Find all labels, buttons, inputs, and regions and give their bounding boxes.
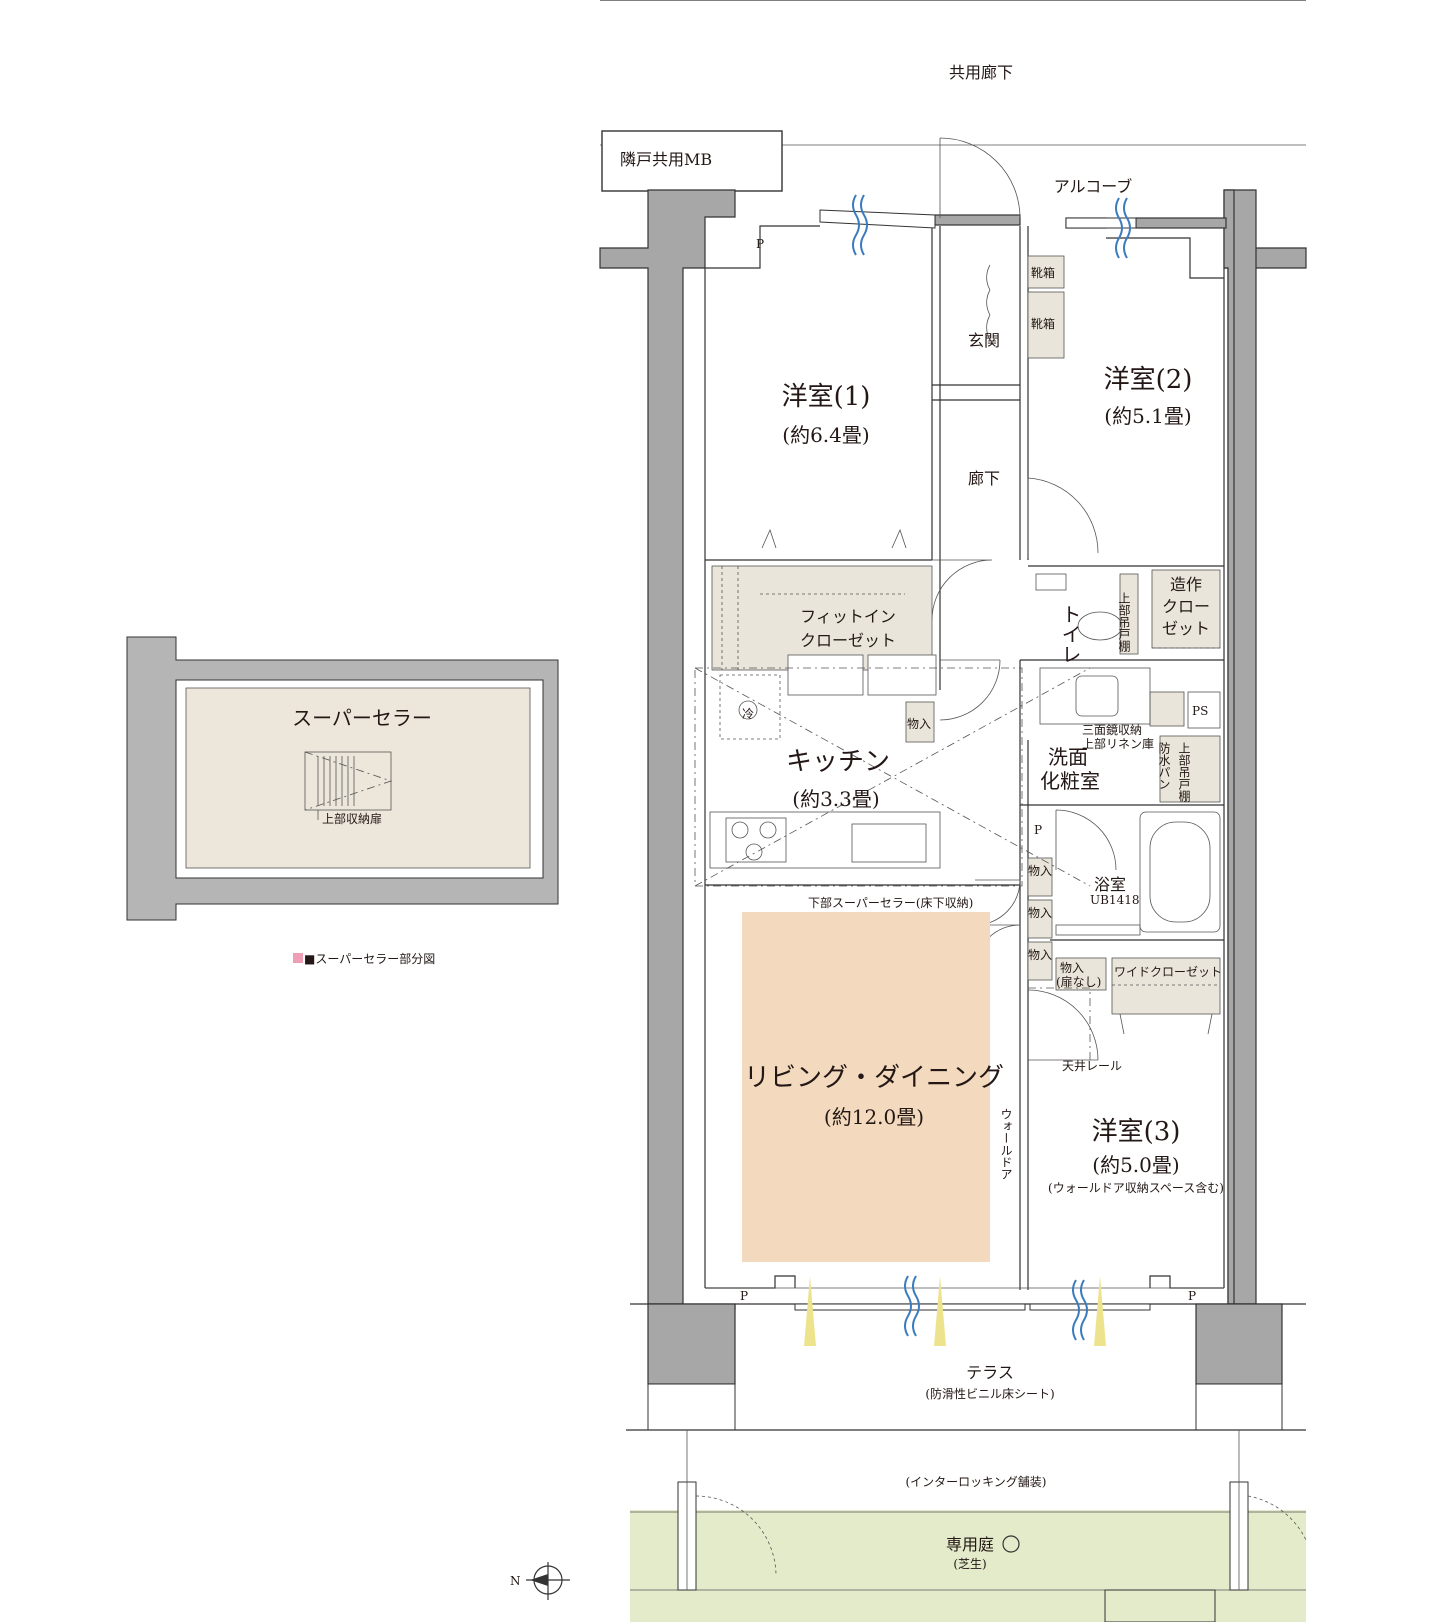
living-size: (約12.0畳) xyxy=(824,1105,924,1129)
ps-box xyxy=(1187,691,1221,729)
p-mark-room1: P xyxy=(756,237,764,251)
daylight-marks xyxy=(804,1276,1106,1346)
cellar-stair-icon xyxy=(304,751,393,820)
storage-open-label-2: (扉なし) xyxy=(1056,975,1101,989)
kitchen-size: (約3.3畳) xyxy=(792,787,879,811)
washroom-label-1: 洗面 xyxy=(1048,745,1088,769)
p-mark-room3: P xyxy=(1188,1289,1196,1303)
room3-note: (ウォールドア収納スペース含む) xyxy=(1048,1180,1224,1195)
room3-size: (約5.0畳) xyxy=(1092,1153,1179,1177)
toilet-upper-shelf-label: 上部吊戸棚 xyxy=(1117,592,1131,653)
storage-label-2: 物入 xyxy=(1028,906,1052,920)
toilet-fixture xyxy=(1035,573,1123,641)
room2-size: (約5.1畳) xyxy=(1104,404,1191,428)
living-area-highlight xyxy=(742,912,990,1262)
storage-box-2 xyxy=(1027,899,1053,939)
wide-closet xyxy=(1111,957,1221,1015)
lower-cellar-outline xyxy=(694,667,1023,887)
built-closet-label-3: ゼット xyxy=(1162,619,1210,638)
terrace-note: (防滑性ビニル床シート) xyxy=(925,1386,1054,1401)
super-cellar-inset: スーパーセラー 上部収納扉 ■スーパーセラー部分図 xyxy=(126,636,559,966)
garden-note: (芝生) xyxy=(953,1556,986,1571)
exterior-walls xyxy=(599,189,1307,1431)
kitchen-storage xyxy=(905,701,935,743)
lower-cellar-label: 下部スーパーセラー(床下収納) xyxy=(808,895,973,910)
waterproof-pan-label: 防水パン xyxy=(1157,741,1171,790)
ub-label: UB1418 xyxy=(1090,893,1139,907)
garden-fence-posts xyxy=(677,1430,1307,1622)
terrace-label: テラス xyxy=(966,1363,1014,1382)
ceiling-rail-label: 天井レール xyxy=(1062,1059,1122,1073)
storage-box-3 xyxy=(1027,941,1053,981)
upper-storage-door-label: 上部収納扉 xyxy=(322,811,382,826)
cellar-caption: ■スーパーセラー部分図 xyxy=(304,951,435,966)
storage-box-1 xyxy=(1027,857,1053,897)
room1-name: 洋室(1) xyxy=(782,382,871,412)
fridge-space xyxy=(719,674,781,740)
entrance-label: 玄関 xyxy=(968,331,1000,350)
ceiling-rail-line xyxy=(1028,987,1091,1060)
room1-size: (約6.4畳) xyxy=(782,423,869,447)
neighbor-mb-label: 隣戸共用MB xyxy=(620,150,712,169)
bathtub xyxy=(1055,811,1221,936)
storage-label-1: 物入 xyxy=(1028,864,1052,878)
toilet-upper-shelf xyxy=(1119,573,1139,655)
garden-lawn xyxy=(630,1510,1306,1622)
super-cellar-label: スーパーセラー xyxy=(292,706,432,730)
shoe-boxes xyxy=(1027,255,1065,359)
garden-tree-icon xyxy=(1002,1535,1020,1553)
room2-name: 洋室(2) xyxy=(1104,365,1193,395)
airflow-marks xyxy=(852,194,1131,1341)
built-closet-label-2: クロー xyxy=(1162,597,1210,616)
shoe-box-1-label: 靴箱 xyxy=(1031,265,1055,280)
washroom-upper-shelf-label: 上部吊戸棚 xyxy=(1177,742,1191,803)
hallway-label: 廊下 xyxy=(968,469,1000,488)
fit-in-closet xyxy=(711,565,933,671)
kitchen-storage-label: 物入 xyxy=(907,717,931,731)
built-in-closet xyxy=(1151,569,1221,649)
p-mark-living: P xyxy=(740,1289,748,1303)
living-name: リビング・ダイニング xyxy=(744,1063,1004,1093)
washroom-label-2: 化粧室 xyxy=(1040,769,1100,793)
shared-corridor-label: 共用廊下 xyxy=(949,63,1013,82)
storage-label-3: 物入 xyxy=(1028,948,1052,962)
wide-closet-label: ワイドクローゼット xyxy=(1114,965,1222,979)
kitchen-counter xyxy=(709,674,941,869)
neighbor-mb-box xyxy=(601,130,783,192)
mirror-storage-label: 三面鏡収納 xyxy=(1082,722,1142,737)
door-swings xyxy=(931,137,1117,1061)
p-mark-bath: P xyxy=(1034,823,1042,837)
waterproof-pan-block xyxy=(1159,735,1221,803)
alcove-label: アルコーブ xyxy=(1054,177,1133,196)
built-closet-label-1: 造作 xyxy=(1170,575,1202,594)
garden-label: 専用庭 xyxy=(946,1535,994,1554)
storage-open xyxy=(1055,957,1107,991)
ps-label: PS xyxy=(1192,704,1208,718)
shoe-box-2-label: 靴箱 xyxy=(1031,316,1055,331)
cellar-floor xyxy=(185,687,531,869)
linen-label: 上部リネン庫 xyxy=(1082,736,1154,751)
north-compass-icon xyxy=(526,1562,570,1600)
fit-in-closet-label-1: フィットイン xyxy=(800,607,896,626)
wall-door-label: ウォールドア xyxy=(999,1108,1013,1180)
room3-name: 洋室(3) xyxy=(1092,1117,1181,1147)
toilet-label: トイレ xyxy=(1058,604,1082,664)
interlocking-label: (インターロッキング舗装) xyxy=(905,1475,1046,1489)
fridge-label: 冷 xyxy=(742,707,754,721)
caption-marker xyxy=(293,953,303,963)
compass-n-label: N xyxy=(510,1574,521,1588)
washbasin xyxy=(1039,667,1151,725)
bath-label: 浴室 xyxy=(1094,875,1126,894)
storage-open-label-1: 物入 xyxy=(1060,961,1084,975)
fit-in-closet-label-2: クローゼット xyxy=(800,631,896,650)
kitchen-name: キッチン xyxy=(786,747,890,777)
